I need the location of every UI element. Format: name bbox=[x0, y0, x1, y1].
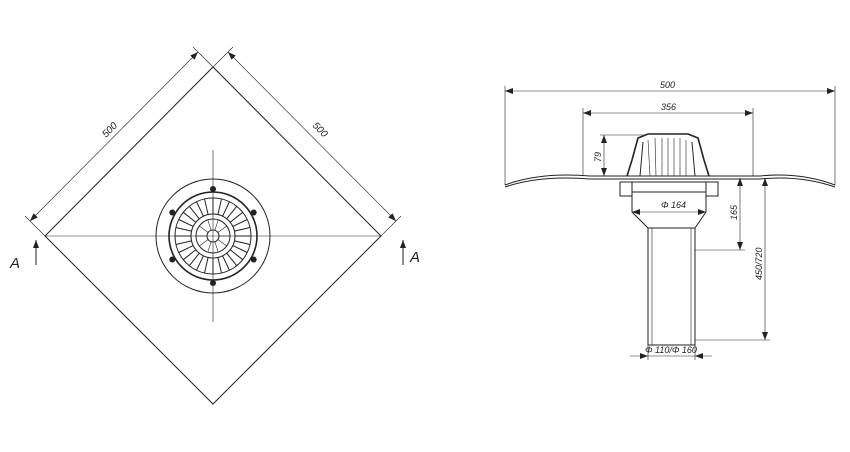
membrane-sheet bbox=[504, 174, 836, 186]
plan-view: 500 500 A A bbox=[9, 46, 420, 405]
dim-bowl-diameter: Φ 164 bbox=[661, 200, 686, 210]
section-label-right: A bbox=[409, 249, 420, 266]
section-view: 500 356 79 Φ 164 165 450/ bbox=[504, 80, 836, 360]
section-label-left: A bbox=[9, 255, 20, 272]
dim-pipe-diameter: Φ 110/Φ 160 bbox=[645, 345, 697, 355]
drain-section-icon bbox=[619, 133, 719, 346]
dim-line-right bbox=[227, 51, 397, 222]
dim-line-left bbox=[29, 51, 199, 222]
dim-left-label: 500 bbox=[100, 120, 120, 140]
drain-pipe bbox=[647, 227, 696, 346]
dim-sheet-width: 500 bbox=[660, 80, 675, 90]
drain-plan-icon bbox=[155, 178, 271, 294]
dim-flange-width: 356 bbox=[661, 102, 676, 112]
dim-dome-height: 79 bbox=[593, 152, 603, 162]
dim-depth: 165 bbox=[729, 204, 739, 220]
dim-total-height: 450/720 bbox=[754, 247, 764, 280]
